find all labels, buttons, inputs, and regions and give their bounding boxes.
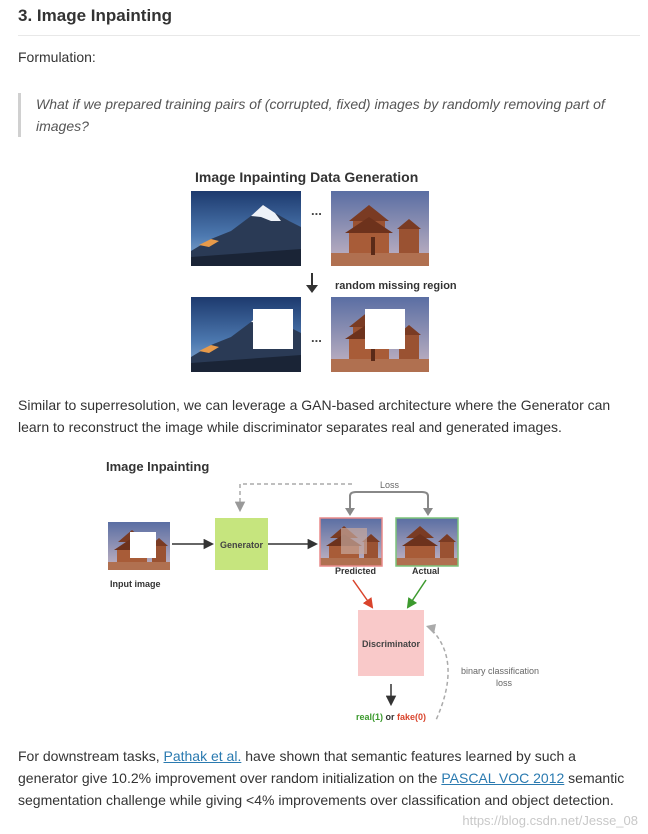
loss-arrow-right-icon xyxy=(423,508,433,516)
pathak-link[interactable]: Pathak et al. xyxy=(163,748,242,764)
loss-label: Loss xyxy=(380,480,400,490)
actual-label: Actual xyxy=(412,566,440,576)
gan-inpainting-figure: Image Inpainting Input image Generator L… xyxy=(100,452,570,732)
or-label: or xyxy=(383,712,397,722)
section-heading: 3. Image Inpainting xyxy=(18,6,172,25)
watermark: https://blog.csdn.net/Jesse_08 xyxy=(462,813,638,828)
discriminator-label: Discriminator xyxy=(362,639,421,649)
random-missing-region-label: random missing region xyxy=(335,280,457,292)
loss-arrow-left-icon xyxy=(345,508,355,516)
figure1-title: Image Inpainting Data Generation xyxy=(195,169,418,185)
output-label: real(1) or fake(0) xyxy=(356,712,426,722)
bcl-feedback-arrow xyxy=(431,629,449,721)
down-arrow-icon xyxy=(306,273,318,293)
ellipsis-top: ... xyxy=(311,203,322,218)
real-label: real(1) xyxy=(356,712,383,722)
discriminator-box: Discriminator xyxy=(358,610,424,676)
input-image xyxy=(108,522,170,570)
loss-feedback-arrow xyxy=(234,483,352,513)
fake-label: fake(0) xyxy=(397,712,426,722)
downstream-paragraph: For downstream tasks, Pathak et al. have… xyxy=(18,745,638,811)
heading-divider xyxy=(18,35,640,36)
input-image-label: Input image xyxy=(110,579,161,589)
downstream-text-1: For downstream tasks, xyxy=(18,748,164,764)
predicted-to-discriminator-arrow xyxy=(352,579,374,609)
figure2-title: Image Inpainting xyxy=(106,459,209,474)
downstream-text-2: have shown that semantic features learne… xyxy=(18,748,576,786)
actual-to-discriminator-arrow xyxy=(406,579,427,609)
generator-box: Generator xyxy=(215,518,268,570)
bcl-label-line1: binary classification xyxy=(461,666,539,676)
bcl-label-line2: loss xyxy=(496,678,513,688)
formulation-label: Formulation: xyxy=(18,49,96,65)
ellipsis-bottom: ... xyxy=(311,330,322,345)
generator-label: Generator xyxy=(220,540,264,550)
pascal-voc-link[interactable]: PASCAL VOC 2012 xyxy=(441,770,565,786)
mountain-original-image xyxy=(191,191,301,266)
gan-paragraph: Similar to superresolution, we can lever… xyxy=(18,397,611,435)
data-generation-figure: Image Inpainting Data Generation ... ran… xyxy=(185,165,475,380)
temple-masked-image xyxy=(331,297,429,372)
actual-image xyxy=(395,517,459,567)
loss-bracket xyxy=(349,491,429,512)
downstream-text-3: semantic segmentation challenge while gi… xyxy=(18,770,625,808)
temple-original-image xyxy=(331,191,429,266)
predicted-label: Predicted xyxy=(335,566,376,576)
mountain-masked-image xyxy=(191,297,301,372)
blockquote: What if we prepared training pairs of (c… xyxy=(18,93,636,137)
bcl-arrowhead-icon xyxy=(426,624,436,634)
predicted-image xyxy=(319,517,383,567)
